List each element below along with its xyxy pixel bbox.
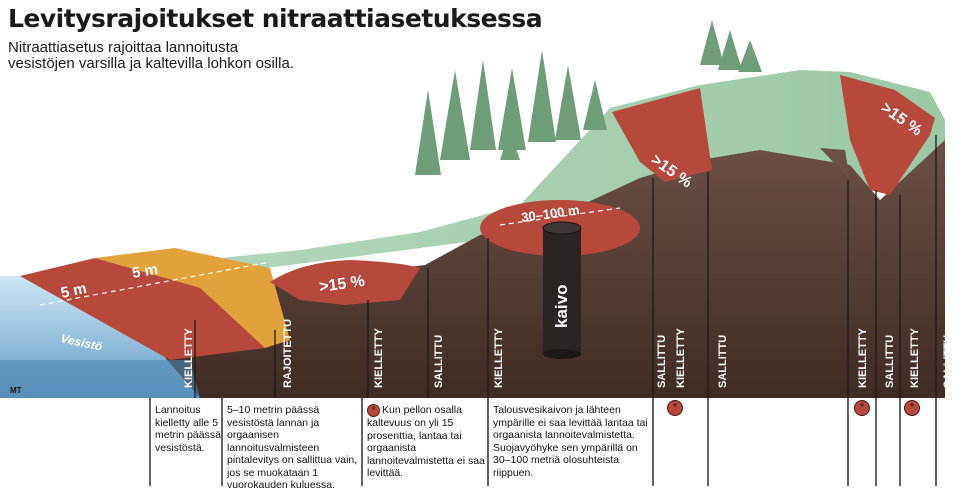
forest	[415, 20, 762, 175]
star-icon: *	[667, 400, 683, 416]
column-label: KIELLETTY	[183, 327, 195, 388]
note-slope-text: Kun pellon osalla kaltevuus on yli 15 pr…	[367, 404, 485, 479]
hillside-surface	[20, 70, 945, 300]
column-label: SALLITTU	[717, 335, 729, 388]
zone-orange-5m	[95, 248, 290, 348]
page-subtitle: Nitraattiasetus rajoittaa lannoitusta ve…	[8, 39, 294, 72]
column-label: SALLITTU	[942, 335, 954, 388]
column-separators	[149, 135, 937, 486]
column-label: KIELLETTY	[909, 327, 921, 388]
column-label: SALLITTU	[656, 335, 668, 388]
well-bottom	[543, 349, 581, 359]
star-icon: *	[904, 400, 920, 416]
column-label: SALLITTU	[884, 335, 896, 388]
crevice	[820, 148, 850, 180]
slope1-label: >15 %	[318, 273, 366, 296]
column-labels: KIELLETTY RAJOITETTU KIELLETTY SALLITTU …	[183, 319, 954, 388]
star-icon: *	[367, 404, 380, 417]
well-label: kaivo	[552, 285, 571, 328]
zone-boundary-dashed	[39, 261, 271, 306]
note-restricted: 5–10 metrin päässä vesistöstä lannan ja …	[227, 404, 358, 491]
note-slope: *Kun pellon osalla kaltevuus on yli 15 p…	[362, 404, 485, 480]
zone-slope-1	[270, 260, 420, 305]
zone1-label: 5 m	[59, 280, 88, 302]
credit-label: MT	[10, 386, 22, 395]
column-label: KIELLETTY	[493, 327, 505, 388]
zone2-label: 5 m	[131, 261, 159, 282]
column-label: KIELLETTY	[373, 327, 385, 388]
water-deep	[0, 360, 200, 398]
column-label: KIELLETTY	[675, 327, 687, 388]
note-well: Talousvesikaivon ja lähteen ympärille ei…	[493, 404, 648, 479]
zone-slope-2	[612, 88, 712, 182]
column-label: KIELLETTY	[857, 327, 869, 388]
column-label: RAJOITETTU	[282, 319, 294, 388]
column-label: SALLITTU	[433, 335, 445, 388]
page-title: Levitysrajoitukset nitraattiasetuksessa	[8, 4, 543, 33]
zone-slope-3	[840, 75, 935, 195]
well-pipe	[543, 226, 581, 354]
well-top	[542, 221, 582, 235]
star-icon: *	[854, 400, 870, 416]
zone-red-5m	[20, 258, 265, 360]
note-prohibited-5m: Lannoitus kielletty alle 5 metrin päässä…	[155, 404, 221, 454]
well-zone-dashed	[499, 207, 621, 226]
